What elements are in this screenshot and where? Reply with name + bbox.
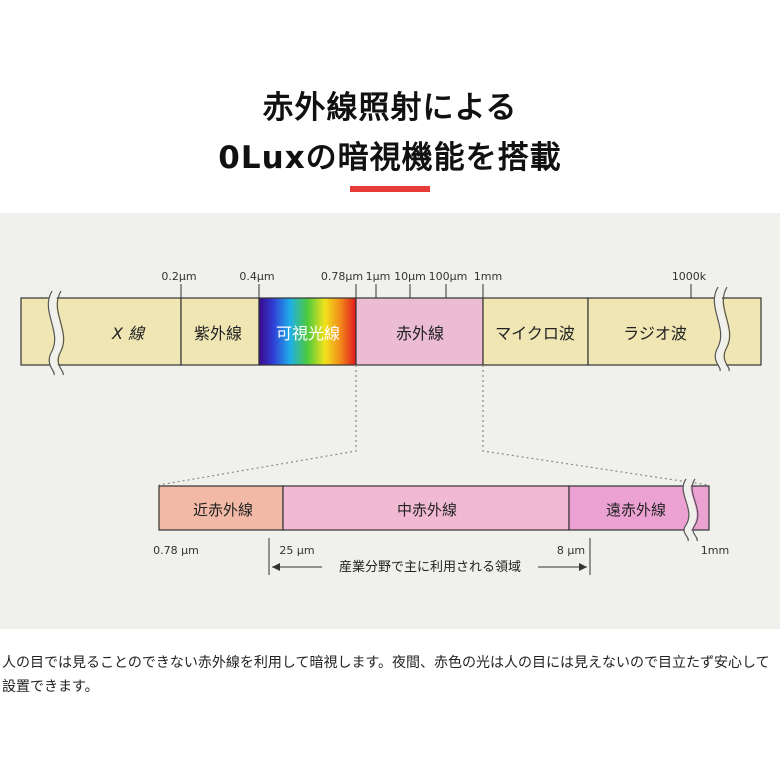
segment-visible [258,297,357,366]
tick-label-100um: 100μm [429,270,468,283]
segment-xray [20,297,182,366]
diagram-panel [0,213,780,629]
segment-uv [180,297,260,366]
segment-label-far-ir: 遠赤外線 [606,501,666,519]
tick-label-1um: 1μm [366,270,391,283]
segment-infrared [355,297,484,366]
tick-label-1mm: 1mm [474,270,502,283]
spectrum-ticks [180,284,692,298]
spectrum-diagram: X 線 紫外線 可視光線 赤外線 マイクロ波 ラジオ波 0.2μm 0.4μm … [20,270,762,575]
segment-radio [587,297,762,366]
segment-label-visible: 可視光線 [276,324,340,343]
ir-tick-label-8um: 8 μm [557,544,585,557]
segment-label-mid-ir: 中赤外線 [397,501,457,519]
segment-label-uv: 紫外線 [194,324,242,343]
break-mark-left [48,289,63,377]
zoom-connectors [158,365,709,486]
tick-label-0-78um: 0.78μm [321,270,363,283]
segment-label-infrared: 赤外線 [396,324,444,343]
industrial-range: 産業分野で主に利用される領域 [268,538,591,575]
ir-tick-label-1mm: 1mm [701,544,729,557]
ir-tick-label-25um: 25 μm [279,544,314,557]
break-mark-ir [683,476,697,543]
tick-label-10um: 10μm [394,270,426,283]
segment-mid-ir [282,485,570,531]
title-accent-bar [350,186,430,192]
tick-label-1000k: 1000k [672,270,707,283]
range-label: 産業分野で主に利用される領域 [339,559,521,575]
segment-label-radio: ラジオ波 [623,324,687,343]
title-line-2: 0Luxの暗視機能を搭載 [218,140,562,176]
ir-tick-label-0-78um: 0.78 μm [153,544,199,557]
segment-label-xray: X 線 [111,324,146,343]
spectrum-bar: X 線 紫外線 可視光線 赤外線 マイクロ波 ラジオ波 [20,285,762,377]
segment-label-microwave: マイクロ波 [495,324,575,343]
infrared-bar: 近赤外線 中赤外線 遠赤外線 [158,476,710,543]
segment-microwave [482,297,589,366]
description-text: 人の目では見ることのできない赤外線を利用して暗視します。夜間、赤色の光は人の目に… [2,655,770,695]
tick-label-0-4um: 0.4μm [239,270,274,283]
tick-label-0-2um: 0.2μm [161,270,196,283]
segment-label-near-ir: 近赤外線 [193,501,253,519]
break-mark-right [714,285,729,373]
title-line-1: 赤外線照射による [262,90,518,126]
segment-near-ir [158,485,284,531]
